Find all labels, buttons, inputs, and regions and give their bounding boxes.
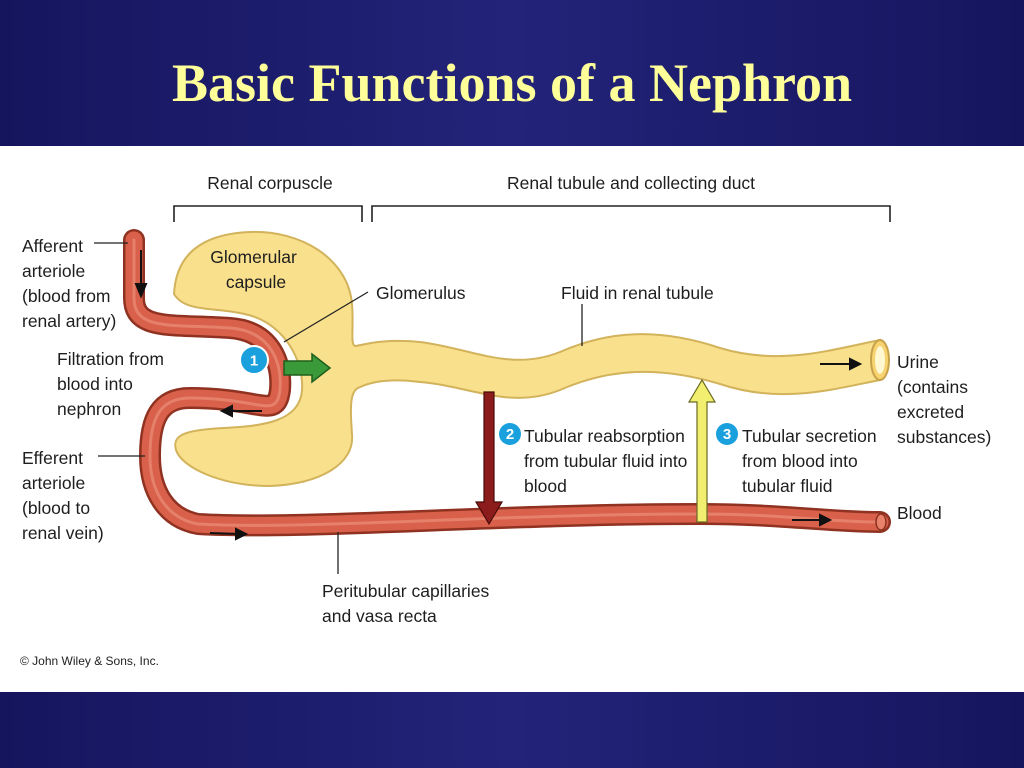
- peritubular-capillaries-label: Peritubular capillaries and vasa recta: [322, 581, 494, 626]
- secretion-arrow: [687, 378, 717, 523]
- afferent-arteriole-label: Afferent arteriole (blood from renal art…: [22, 236, 116, 331]
- leader-lines: [94, 242, 583, 574]
- efferent-arteriole-label: Efferent arteriole (blood to renal vein): [22, 448, 104, 543]
- renal-corpuscle-label: Renal corpuscle: [207, 173, 332, 193]
- fluid-in-tubule-label: Fluid in renal tubule: [561, 283, 714, 303]
- step-2-badge: 2: [499, 423, 521, 445]
- copyright-credit: © John Wiley & Sons, Inc.: [20, 654, 159, 668]
- blood-label: Blood: [897, 503, 942, 523]
- renal-tubule-label: Renal tubule and collecting duct: [507, 173, 755, 193]
- svg-text:1: 1: [250, 353, 258, 370]
- reabsorption-arrow: [474, 391, 504, 526]
- glomerulus-label: Glomerulus: [376, 283, 466, 303]
- peritubular-flow-arrow: [209, 527, 249, 541]
- step-2-text: Tubular reabsorption from tubular fluid …: [524, 426, 692, 496]
- filtration-label: Filtration from blood into nephron: [57, 349, 169, 419]
- urine-label: Urine (contains excreted substances): [897, 352, 991, 447]
- nephron-diagram-panel: Renal corpuscle Renal tubule and collect…: [0, 146, 1024, 692]
- blood-vessel: [123, 229, 891, 537]
- renal-tubule-bracket: Renal tubule and collecting duct: [371, 173, 891, 222]
- nephron-diagram: Renal corpuscle Renal tubule and collect…: [20, 173, 991, 668]
- filtration-arrow: [283, 352, 332, 384]
- urine-flow-arrow: [820, 357, 863, 371]
- blood-flow-arrow: [792, 513, 833, 527]
- step-3-badge: 3: [716, 423, 738, 445]
- renal-corpuscle-bracket: Renal corpuscle: [173, 173, 363, 222]
- efferent-flow-arrow: [219, 404, 262, 418]
- slide-title: Basic Functions of a Nephron: [171, 53, 853, 113]
- svg-text:3: 3: [723, 426, 731, 443]
- glomerular-capsule-label: Glomerular capsule: [210, 247, 301, 292]
- step-3-text: Tubular secretion from blood into tubula…: [742, 426, 881, 496]
- afferent-flow-arrow: [134, 250, 148, 299]
- renal-tubule: [172, 230, 890, 488]
- step-1-badge: 1: [239, 345, 269, 375]
- svg-text:2: 2: [506, 426, 514, 443]
